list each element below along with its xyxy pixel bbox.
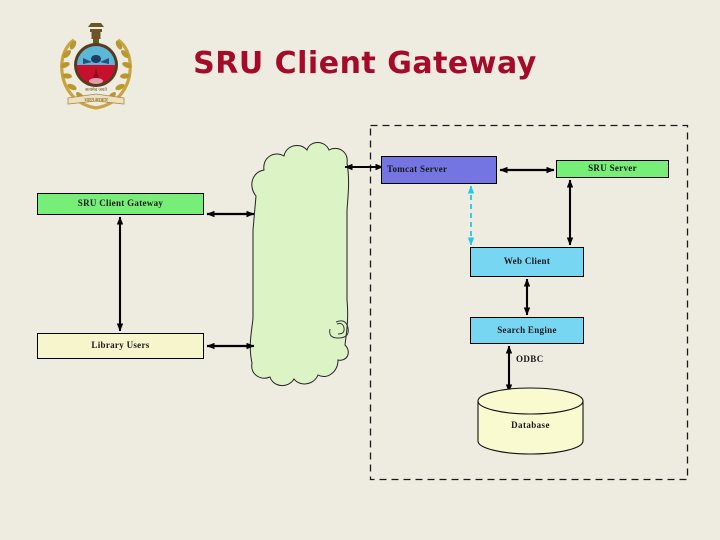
server-boundary-dashed-box	[369, 124, 689, 481]
node-label-sru-client-gateway: SRU Client Gateway	[77, 198, 164, 209]
cloud-swirl-detail-inner	[336, 323, 345, 335]
database-cylinder	[477, 387, 584, 455]
node-library-users[interactable]: Library Users	[37, 333, 204, 359]
node-label-web-client: Web Client	[503, 256, 551, 267]
svg-text:सत्यमेव जयते: सत्यमेव जयते	[85, 86, 107, 92]
cloud-swirl-detail	[329, 320, 349, 339]
node-label-tomcat-server: Tomcat Server	[387, 164, 448, 175]
node-label-search-engine: Search Engine	[497, 324, 557, 335]
svg-text:भारत सरकार: भारत सरकार	[84, 98, 109, 104]
page-title: SRU Client Gateway	[193, 46, 537, 81]
node-web-client[interactable]: Web Client	[470, 247, 584, 277]
node-label-library-users: Library Users	[91, 340, 150, 351]
connector-label-odbc: ODBC	[516, 354, 544, 364]
node-tomcat-server[interactable]: Tomcat Server	[381, 156, 497, 184]
node-label-sru-server: SRU Server	[588, 163, 637, 174]
network-cloud-shape	[249, 142, 350, 386]
node-search-engine[interactable]: Search Engine	[470, 317, 584, 344]
node-sru-server[interactable]: SRU Server	[556, 160, 669, 178]
government-emblem-logo: भारत सरकार सत्यमेव जयते	[60, 23, 132, 110]
node-sru-client-gateway[interactable]: SRU Client Gateway	[37, 193, 204, 215]
node-label-database: Database	[511, 420, 550, 430]
